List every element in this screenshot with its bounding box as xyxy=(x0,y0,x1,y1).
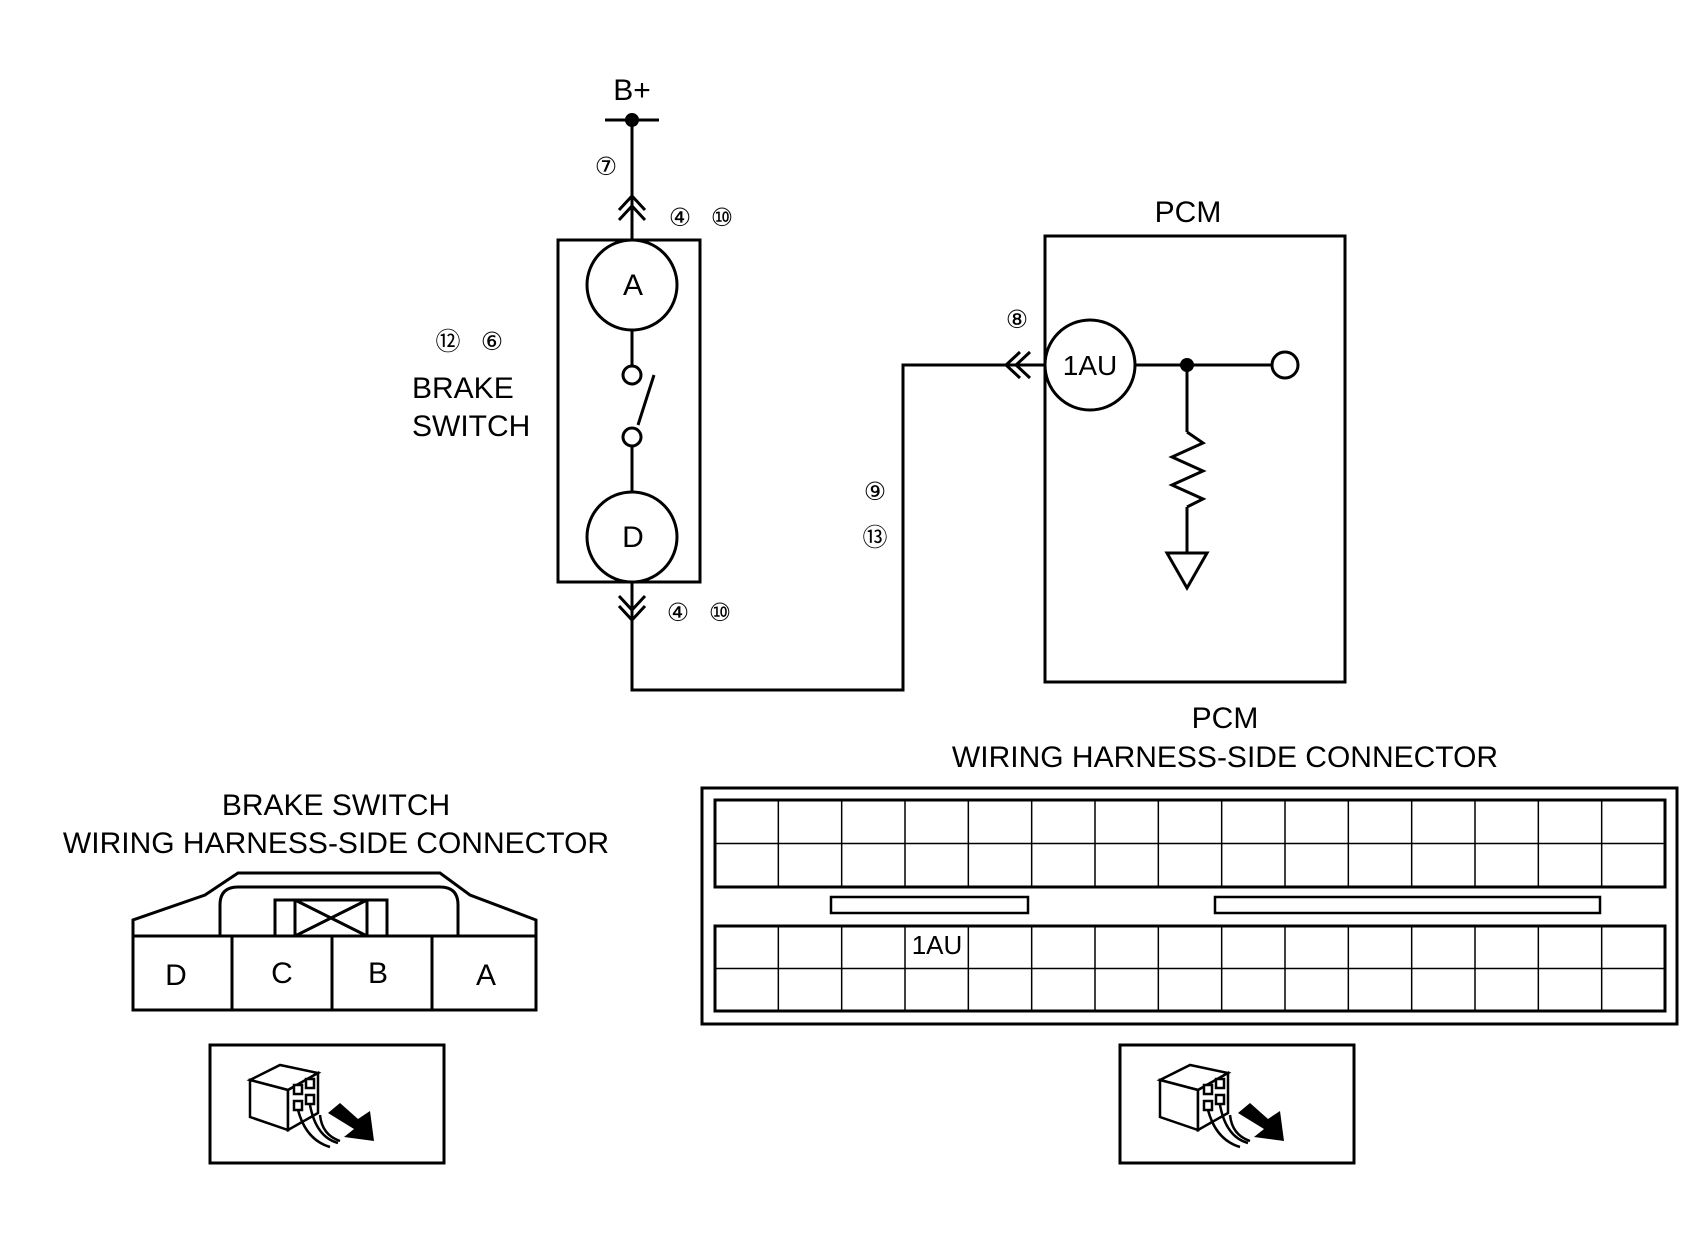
brake-connector-face xyxy=(131,871,538,1012)
pcm-connector-pin-1au: 1AU xyxy=(912,930,963,960)
callout-top-connector-2: ⑩ xyxy=(711,204,733,232)
pcm-connector-title-line2: WIRING HARNESS-SIDE CONNECTOR xyxy=(952,741,1498,774)
callout-signal-wire-2: ⑬ xyxy=(862,524,887,552)
brake-connector-title-line1: BRAKE SWITCH xyxy=(222,789,450,822)
callout-top-connector-1: ④ xyxy=(669,204,691,232)
brake-connector-pin-c: C xyxy=(271,957,293,990)
connector-harness-side-icon xyxy=(208,1043,446,1165)
brake-ref-number-1: ⑫ xyxy=(435,328,460,356)
brake-connector-pin-b: B xyxy=(368,957,388,990)
brake-terminal-d: D xyxy=(622,521,644,554)
callout-signal-wire-1: ⑨ xyxy=(864,478,886,506)
callout-bottom-connector-2: ⑩ xyxy=(709,599,731,627)
power-junction-dot xyxy=(625,113,639,127)
signal-wire xyxy=(617,350,1046,692)
brake-ref-number-2: ⑥ xyxy=(481,328,503,356)
pcm-label: PCM xyxy=(1155,196,1222,229)
pcm-connector-title-line1: PCM xyxy=(1192,702,1259,735)
brake-connector-title-line2: WIRING HARNESS-SIDE CONNECTOR xyxy=(63,827,609,860)
brake-switch-label-line2: SWITCH xyxy=(412,410,530,443)
connector-harness-side-icon xyxy=(1118,1043,1356,1165)
callout-power-wire: ⑦ xyxy=(595,153,617,181)
pcm-terminal-1au: 1AU xyxy=(1063,350,1117,381)
callout-pcm-connector: ⑧ xyxy=(1006,306,1028,334)
brake-switch xyxy=(556,238,702,584)
pcm-junction-dot xyxy=(1180,358,1194,372)
brake-connector-pin-d: D xyxy=(165,959,187,992)
brake-terminal-a: A xyxy=(623,269,643,302)
brake-switch-label-line1: BRAKE xyxy=(412,372,514,405)
callout-bottom-connector-1: ④ xyxy=(667,599,689,627)
pcm-connector-face xyxy=(700,786,1679,1026)
brake-connector-pin-a: A xyxy=(476,959,496,992)
pcm-module xyxy=(1043,234,1347,684)
power-label: B+ xyxy=(613,74,651,107)
